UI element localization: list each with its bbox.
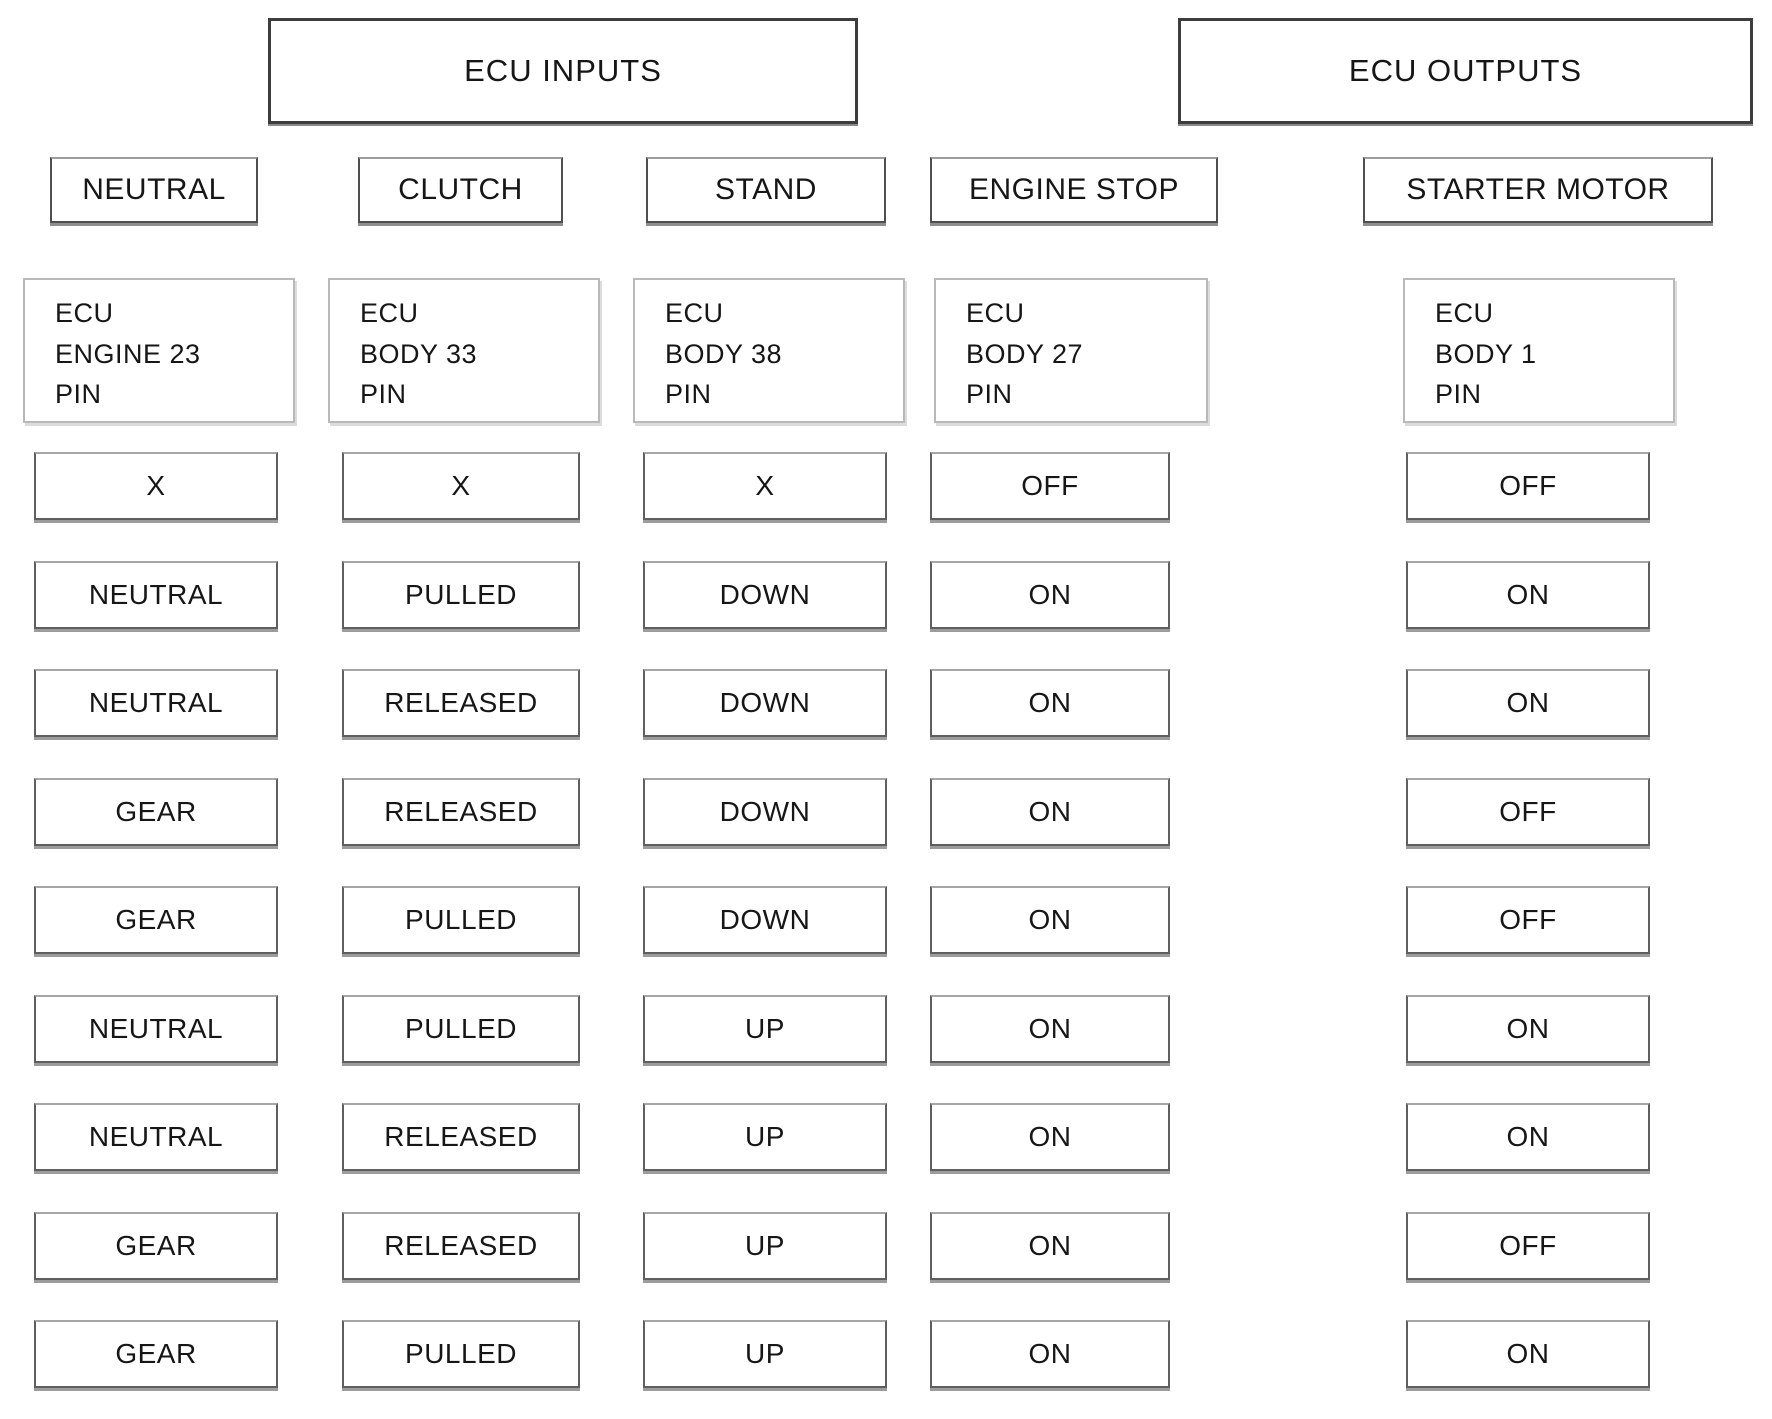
- cell-engine-stop: OFF: [930, 452, 1170, 520]
- cell-stand: DOWN: [643, 561, 887, 629]
- cell-neutral: NEUTRAL: [34, 995, 278, 1063]
- cell-stand: UP: [643, 1212, 887, 1280]
- cell-stand: DOWN: [643, 886, 887, 954]
- cell-neutral: GEAR: [34, 886, 278, 954]
- cell-engine-stop: ON: [930, 561, 1170, 629]
- cell-engine-stop: ON: [930, 1103, 1170, 1171]
- pin-box-neutral: ECU ENGINE 23 PIN: [23, 278, 295, 423]
- cell-starter-motor: ON: [1406, 1320, 1650, 1388]
- cell-neutral: GEAR: [34, 1320, 278, 1388]
- cell-neutral: GEAR: [34, 1212, 278, 1280]
- cell-clutch: PULLED: [342, 995, 580, 1063]
- cell-engine-stop: ON: [930, 995, 1170, 1063]
- column-header-clutch: CLUTCH: [358, 157, 563, 223]
- column-header-engine-stop: ENGINE STOP: [930, 157, 1218, 223]
- cell-neutral: NEUTRAL: [34, 561, 278, 629]
- cell-engine-stop: ON: [930, 886, 1170, 954]
- cell-starter-motor: OFF: [1406, 452, 1650, 520]
- pin-box-stand: ECU BODY 38 PIN: [633, 278, 905, 423]
- cell-neutral: NEUTRAL: [34, 1103, 278, 1171]
- cell-starter-motor: OFF: [1406, 886, 1650, 954]
- cell-starter-motor: ON: [1406, 1103, 1650, 1171]
- cell-stand: X: [643, 452, 887, 520]
- cell-neutral: GEAR: [34, 778, 278, 846]
- cell-engine-stop: ON: [930, 778, 1170, 846]
- pin-box-clutch: ECU BODY 33 PIN: [328, 278, 600, 423]
- cell-starter-motor: ON: [1406, 995, 1650, 1063]
- column-header-stand: STAND: [646, 157, 886, 223]
- cell-engine-stop: ON: [930, 1212, 1170, 1280]
- cell-clutch: RELEASED: [342, 1212, 580, 1280]
- cell-clutch: PULLED: [342, 561, 580, 629]
- cell-starter-motor: OFF: [1406, 1212, 1650, 1280]
- cell-starter-motor: ON: [1406, 669, 1650, 737]
- pin-box-engine-stop: ECU BODY 27 PIN: [934, 278, 1208, 423]
- cell-clutch: RELEASED: [342, 778, 580, 846]
- cell-stand: UP: [643, 1103, 887, 1171]
- cell-clutch: X: [342, 452, 580, 520]
- cell-starter-motor: ON: [1406, 561, 1650, 629]
- column-header-starter-motor: STARTER MOTOR: [1363, 157, 1713, 223]
- pin-box-starter-motor: ECU BODY 1 PIN: [1403, 278, 1675, 423]
- cell-stand: DOWN: [643, 778, 887, 846]
- column-header-neutral: NEUTRAL: [50, 157, 258, 223]
- cell-engine-stop: ON: [930, 1320, 1170, 1388]
- cell-clutch: RELEASED: [342, 1103, 580, 1171]
- cell-clutch: RELEASED: [342, 669, 580, 737]
- cell-stand: UP: [643, 995, 887, 1063]
- cell-stand: DOWN: [643, 669, 887, 737]
- cell-neutral: NEUTRAL: [34, 669, 278, 737]
- ecu-inputs-title: ECU INPUTS: [268, 18, 858, 124]
- cell-engine-stop: ON: [930, 669, 1170, 737]
- cell-stand: UP: [643, 1320, 887, 1388]
- cell-clutch: PULLED: [342, 1320, 580, 1388]
- ecu-outputs-title: ECU OUTPUTS: [1178, 18, 1753, 124]
- cell-clutch: PULLED: [342, 886, 580, 954]
- cell-neutral: X: [34, 452, 278, 520]
- cell-starter-motor: OFF: [1406, 778, 1650, 846]
